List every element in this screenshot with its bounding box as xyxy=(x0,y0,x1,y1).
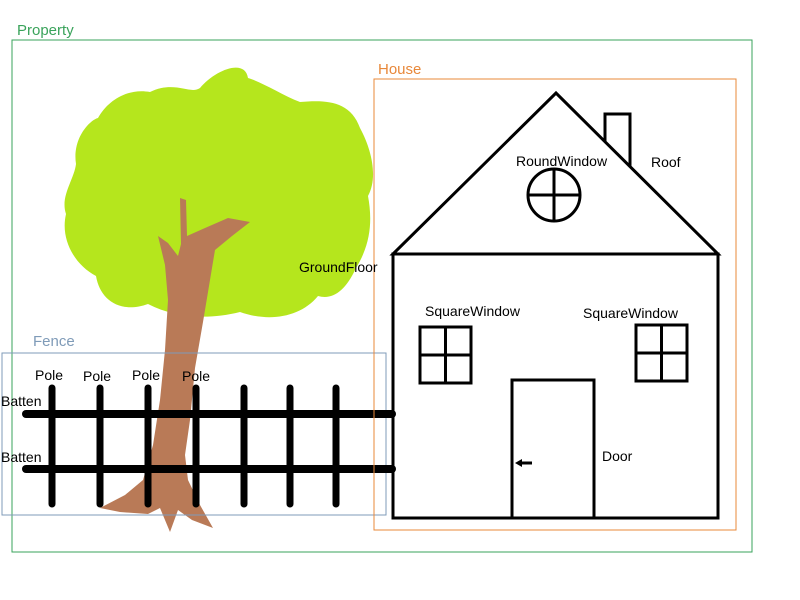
round-window xyxy=(526,167,582,223)
square-window-left-label: SquareWindow xyxy=(425,303,521,319)
pole-label: Pole xyxy=(35,367,63,383)
door-label: Door xyxy=(602,448,633,464)
tree xyxy=(64,67,374,532)
pole-label: Pole xyxy=(132,367,160,383)
batten-label: Batten xyxy=(1,393,41,409)
door-handle-tip xyxy=(515,459,522,467)
property-boundary xyxy=(11,39,753,553)
door xyxy=(510,378,596,520)
tree-foliage xyxy=(64,67,374,318)
house-boundary xyxy=(373,78,737,531)
house xyxy=(389,90,722,520)
pole-label: Pole xyxy=(182,368,210,384)
house-label: House xyxy=(378,61,421,78)
ground-floor-label: GroundFloor xyxy=(299,259,378,275)
square-window-right xyxy=(634,323,689,383)
roof-label: Roof xyxy=(651,154,681,170)
round-window-label: RoundWindow xyxy=(516,153,608,169)
pole-label: Pole xyxy=(83,368,111,384)
fence-boundary xyxy=(1,352,387,516)
ground-floor xyxy=(391,252,720,520)
fence-label: Fence xyxy=(33,333,75,350)
fence xyxy=(22,384,396,508)
batten-label: Batten xyxy=(1,449,41,465)
tree-trunk xyxy=(100,198,250,532)
square-window-left xyxy=(418,325,473,385)
square-window-right-label: SquareWindow xyxy=(583,305,679,321)
property-label: Property xyxy=(17,22,74,39)
